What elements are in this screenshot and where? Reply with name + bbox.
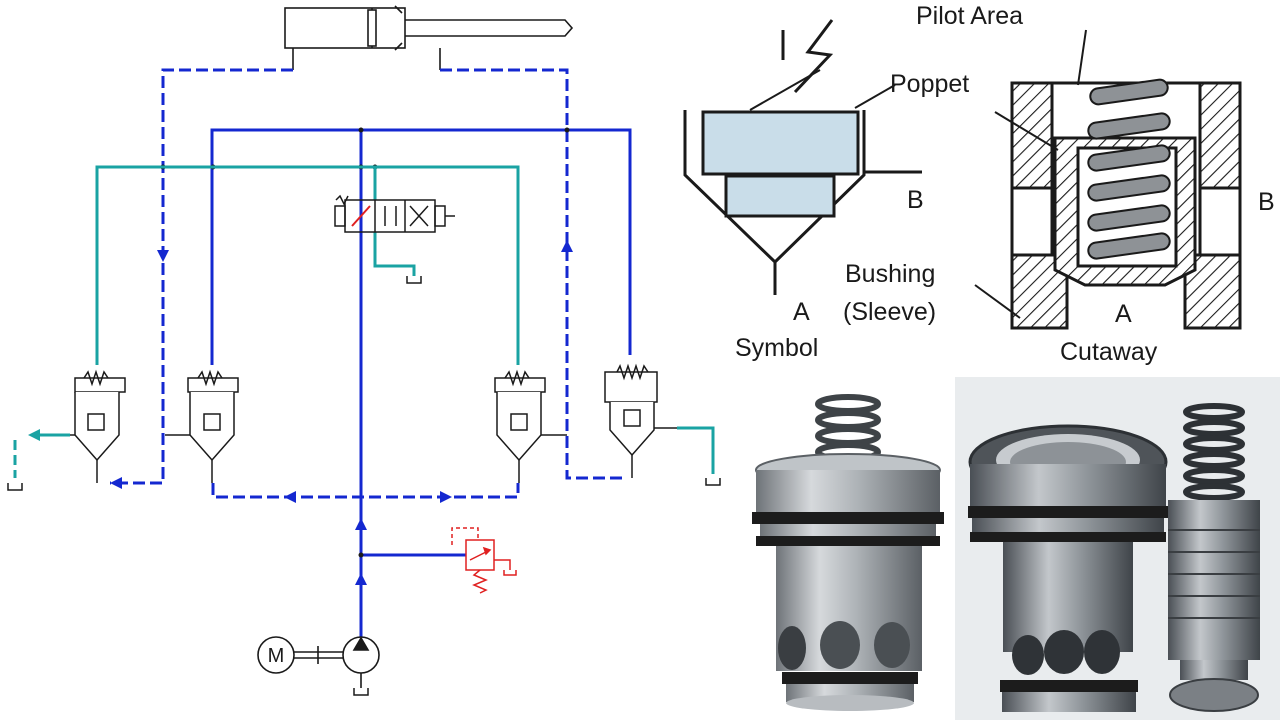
electric-motor [257, 636, 343, 674]
label-poppet: Poppet [890, 70, 969, 98]
junction-dots [160, 127, 570, 558]
photo2-poppet [1168, 500, 1260, 660]
label-port-b-symbol: B [907, 186, 924, 214]
cartridge-valve-3 [494, 369, 567, 483]
label-port-a-cutaway: A [1115, 300, 1132, 328]
bushing-left-lower [1010, 253, 1069, 330]
motor-label: M [268, 645, 285, 667]
cartridge-valve-1 [70, 369, 126, 483]
poppet-upper [701, 110, 860, 176]
tank-lines [13, 165, 715, 478]
photo1-spring [815, 394, 881, 462]
pressure-arrows [355, 518, 367, 585]
label-pilot-area: Pilot Area [916, 2, 1023, 30]
hydraulic-cylinder [284, 5, 574, 70]
photo2-spring [1183, 403, 1245, 501]
port-b-window-right [1198, 186, 1242, 257]
directional-valve [334, 194, 455, 233]
cartridge-valve-4 [604, 363, 677, 478]
relief-valve [451, 527, 517, 594]
bushing-right-lower [1183, 253, 1242, 330]
cutaway-spring [1087, 78, 1171, 260]
label-sleeve: (Sleeve) [843, 298, 936, 326]
label-symbol: Symbol [735, 334, 818, 362]
bushing-right-upper [1198, 81, 1242, 190]
hydraulic-circuit: M [7, 5, 721, 696]
photo-cartridge-assembled [735, 382, 955, 720]
label-bushing: Bushing [845, 260, 935, 288]
pilot-arrows [110, 240, 573, 503]
label-port-a-symbol: A [793, 298, 810, 326]
label-cutaway: Cutaway [1060, 338, 1158, 366]
poppet-lower [724, 174, 836, 218]
tank-symbols [7, 276, 721, 696]
pilot-lines [110, 68, 625, 499]
cartridge-cutaway-drawing: Bushing (Sleeve) A Cutaway B [843, 29, 1275, 366]
cartridge-symbol-drawing: Pilot Area Poppet B A Symbol [683, 2, 1023, 362]
photo-cartridge-disassembled [955, 377, 1280, 720]
cartridge-valve-2 [165, 369, 239, 483]
port-b-window-left [1010, 186, 1054, 257]
tank-arrow [28, 429, 40, 441]
bushing-left-upper [1010, 81, 1054, 190]
pump [342, 636, 380, 688]
label-port-b-cutaway: B [1258, 188, 1275, 216]
